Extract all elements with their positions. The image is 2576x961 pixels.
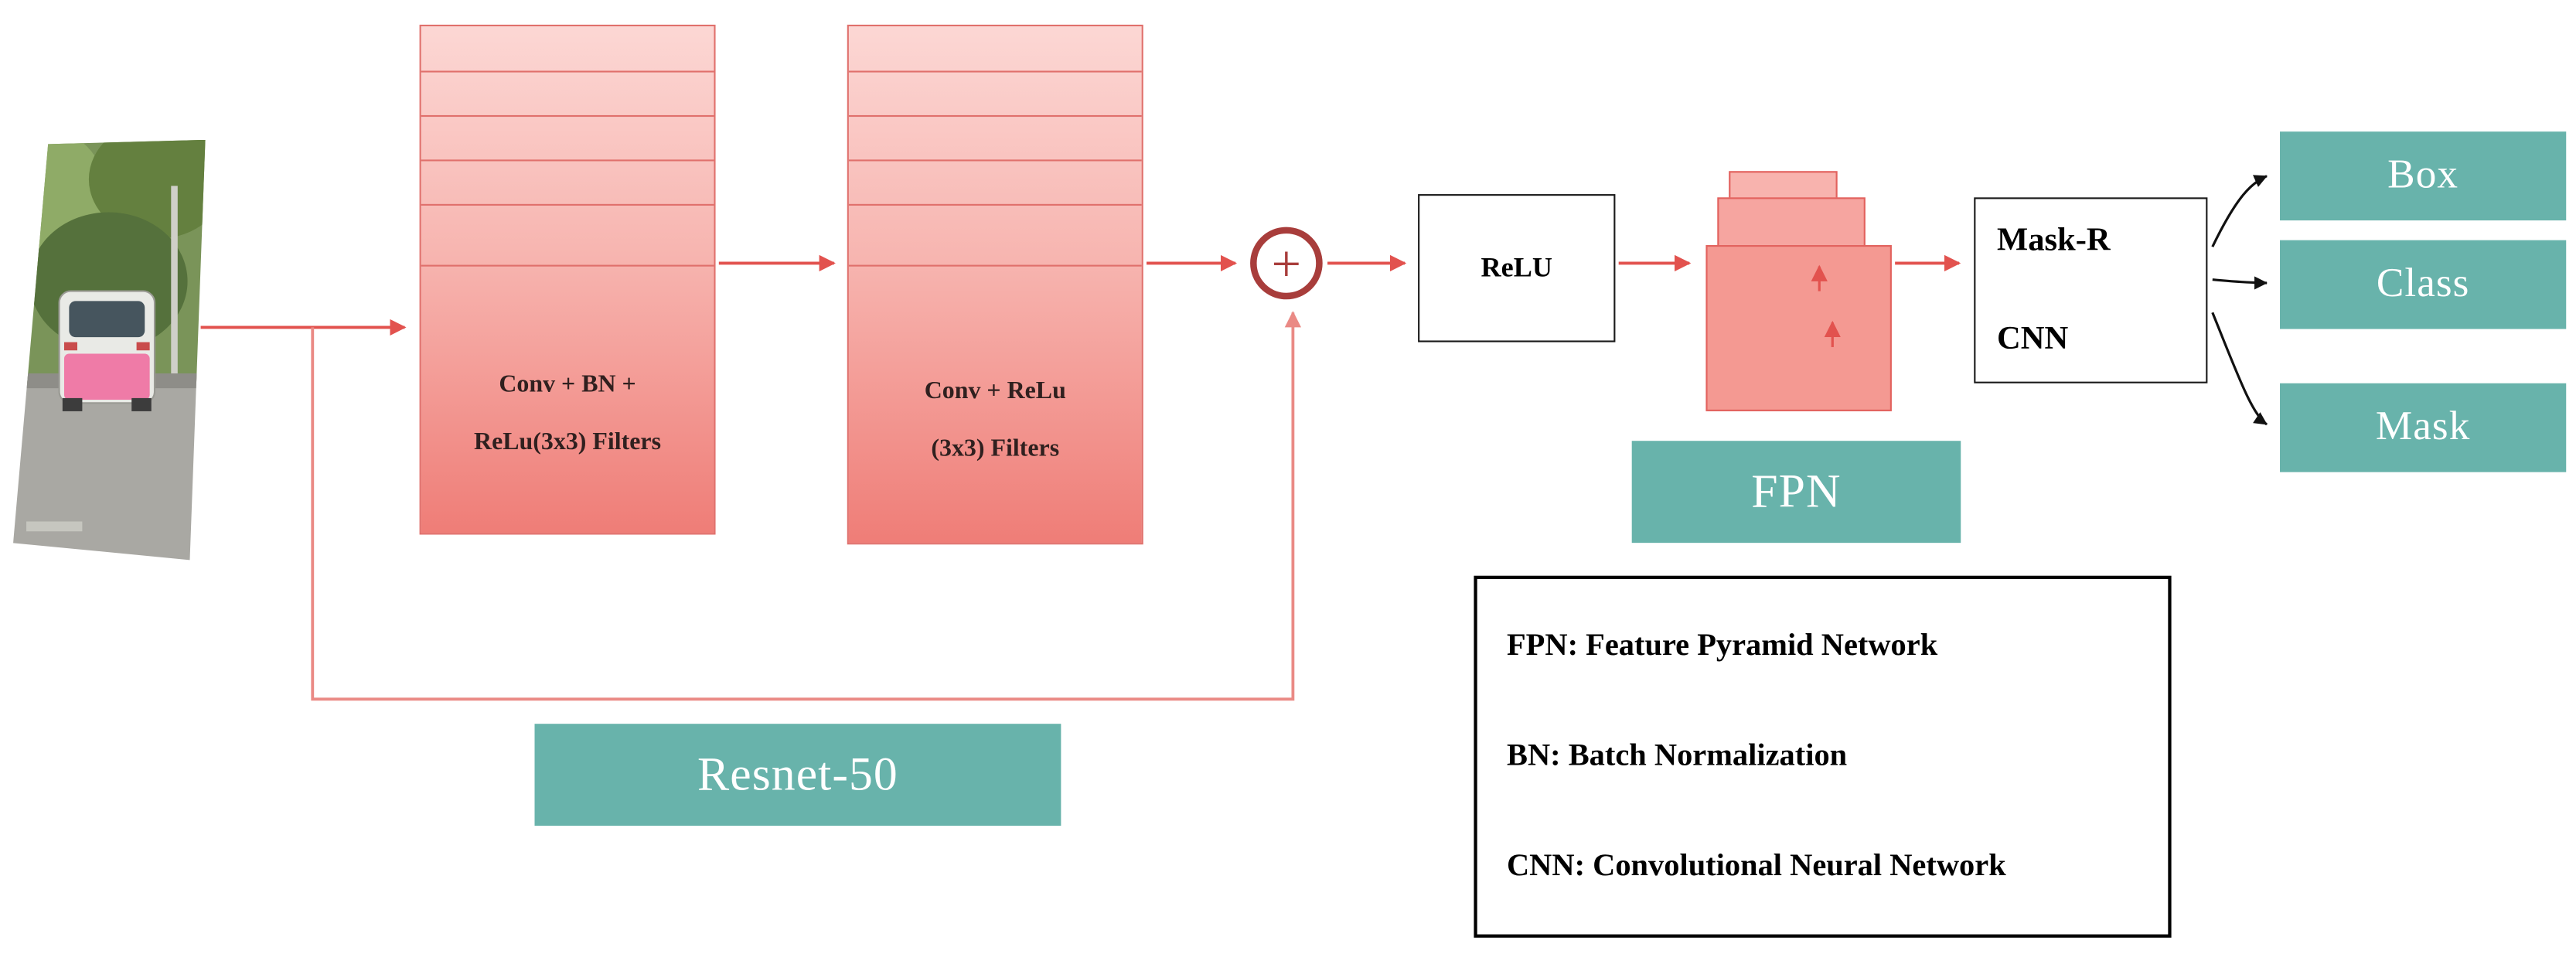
stack-divider xyxy=(848,114,1142,118)
fpn-caption-label: FPN xyxy=(1751,465,1842,518)
output-class-label: Class xyxy=(2376,261,2470,306)
conv-stack2-label: Conv + ReLu (3x3) Filters xyxy=(849,378,1142,464)
conv-stack2-label-line1: Conv + ReLu xyxy=(924,378,1066,405)
legend-item-bn: BN: Batch Normalization xyxy=(1506,738,1848,774)
relu-node: ReLU xyxy=(1418,194,1616,342)
conv-stack2-label-line2: (3x3) Filters xyxy=(931,435,1060,462)
legend-box: FPN: Feature Pyramid Network BN: Batch N… xyxy=(1474,575,2172,938)
arrow-maskrcnn-to-mask xyxy=(2211,312,2268,426)
conv-stack1-label: Conv + BN + ReLu(3x3) Filters xyxy=(421,372,714,458)
stack-divider xyxy=(848,264,1142,267)
output-box: Box xyxy=(2280,131,2567,221)
conv-bn-relu-stack: Conv + BN + ReLu(3x3) Filters xyxy=(419,24,716,535)
output-class: Class xyxy=(2280,240,2567,329)
output-box-label: Box xyxy=(2387,152,2459,198)
resnet-caption-label: Resnet-50 xyxy=(697,748,898,801)
arrow-maskrcnn-to-class xyxy=(2212,276,2268,290)
arrow-maskrcnn-to-box xyxy=(2211,175,2268,247)
resnet-caption: Resnet-50 xyxy=(534,724,1061,826)
elementwise-add-node: + xyxy=(1250,227,1323,300)
stack-divider xyxy=(848,70,1142,73)
legend-item-cnn: CNN: Convolutional Neural Network xyxy=(1506,848,2006,884)
stack-divider xyxy=(421,114,714,118)
fpn-caption: FPN xyxy=(1631,441,1961,544)
stack-divider xyxy=(848,203,1142,206)
legend-item-fpn: FPN: Feature Pyramid Network xyxy=(1506,628,1938,663)
plus-icon: + xyxy=(1271,233,1302,293)
conv-stack1-label-line2: ReLu(3x3) Filters xyxy=(474,429,662,456)
output-mask: Mask xyxy=(2280,383,2567,472)
mask-rcnn-label-line1: Mask-R xyxy=(1997,222,2111,259)
output-mask-label: Mask xyxy=(2375,404,2471,449)
mask-rcnn-node: Mask-R CNN xyxy=(1974,197,2208,383)
conv-relu-stack: Conv + ReLu (3x3) Filters xyxy=(847,24,1143,545)
stack-divider xyxy=(421,264,714,267)
stack-divider xyxy=(421,159,714,162)
stack-divider xyxy=(848,159,1142,162)
road-scene-with-car-photo-icon xyxy=(13,139,206,561)
conv-stack1-label-line1: Conv + BN + xyxy=(499,371,636,398)
mask-rcnn-label-line2: CNN xyxy=(1997,320,2069,357)
stack-divider xyxy=(421,70,714,73)
relu-label: ReLU xyxy=(1481,251,1552,283)
stack-divider xyxy=(421,203,714,206)
fpn-pyramid-level-bottom xyxy=(1705,245,1892,411)
input-road-scene-image xyxy=(13,139,206,561)
